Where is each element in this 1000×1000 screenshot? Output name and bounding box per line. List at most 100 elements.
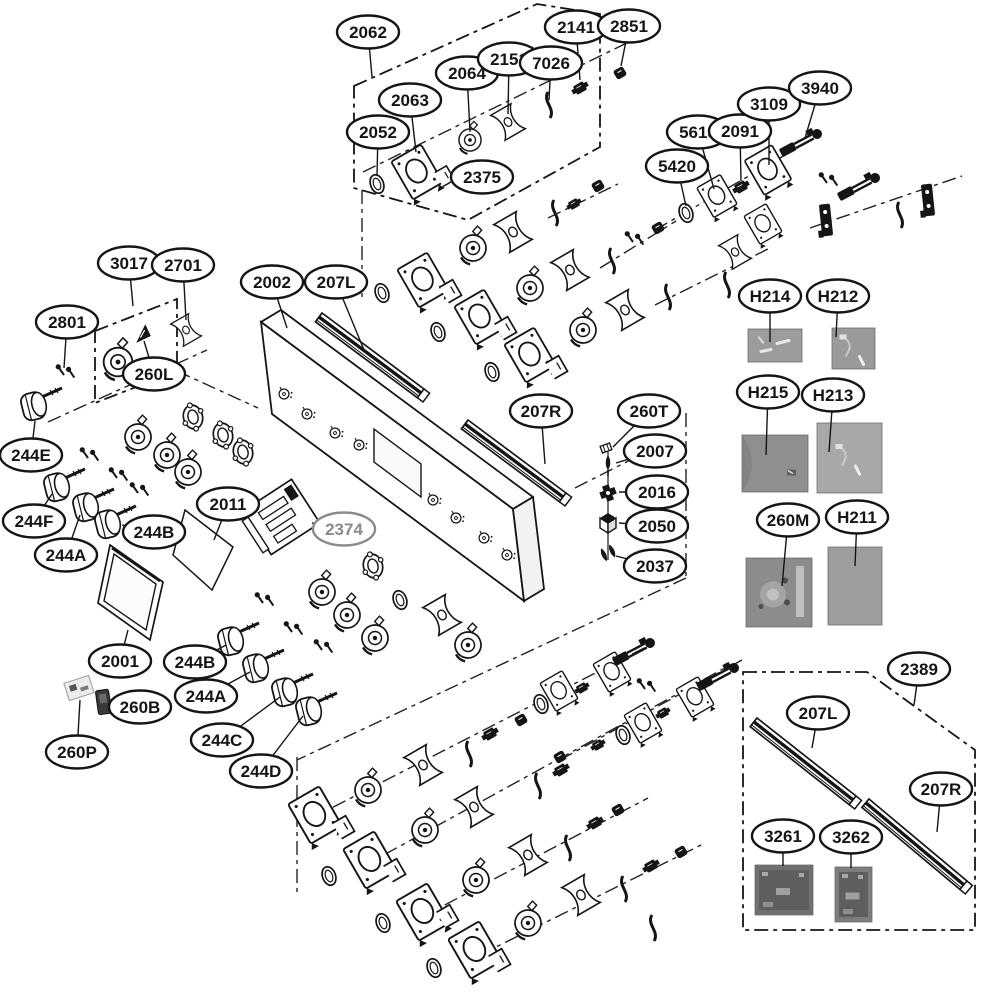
axis-line <box>296 577 687 761</box>
part-label-2011: 2011 <box>195 486 261 522</box>
trim-strip <box>860 797 974 895</box>
part-knob <box>217 621 260 657</box>
part-ring <box>392 589 408 611</box>
part-knobback <box>153 432 181 473</box>
part-clip <box>383 857 407 883</box>
part-screwpair <box>283 621 304 636</box>
part-label-2002: 2002 <box>239 264 305 300</box>
part-knobback <box>458 120 482 155</box>
part-label-3109: 3109 <box>736 86 802 122</box>
part-label-text: 2001 <box>101 652 139 671</box>
photo-H214 <box>747 328 803 363</box>
group-2062-outline <box>353 3 601 221</box>
part-label-260L: 260L <box>121 356 187 392</box>
part-label-2389: 2389 <box>886 651 952 687</box>
part-cap <box>553 750 567 764</box>
part-hplate <box>169 312 203 348</box>
part-label-H213: H213 <box>800 377 866 413</box>
part-knob <box>72 487 115 523</box>
part-label-207L: 207L <box>785 695 851 731</box>
part-ring <box>375 912 391 934</box>
part-label-260B: 260B <box>107 689 173 725</box>
part-label-text: 244A <box>186 687 227 706</box>
part-label-text: H215 <box>748 383 789 402</box>
part-label-text: 2374 <box>325 520 363 539</box>
part-hplate <box>420 593 464 637</box>
part-screwpair <box>636 678 657 693</box>
part-label-text: 2064 <box>448 64 486 83</box>
part-label-2801: 2801 <box>34 304 100 340</box>
part-label-2016: 2016 <box>624 474 690 510</box>
part-knobback <box>361 615 389 656</box>
part-knobback <box>516 265 544 306</box>
part-label-text: 2007 <box>636 442 674 461</box>
part-knobback <box>569 307 597 348</box>
part-hplate <box>506 833 550 877</box>
part-bezel <box>212 420 234 450</box>
part-label-text: 3261 <box>764 827 802 846</box>
part-label-2052: 2052 <box>345 114 411 150</box>
part-label-text: 2091 <box>721 122 759 141</box>
part-label-3261: 3261 <box>750 818 816 854</box>
part-wire <box>649 914 657 942</box>
part-screwpair <box>129 482 150 497</box>
part-label-text: 207L <box>317 273 356 292</box>
part-valve <box>732 180 750 194</box>
part-label-text: H214 <box>750 287 791 306</box>
panel-display-window <box>373 427 422 499</box>
part-clip260T <box>599 442 613 454</box>
part-box3d <box>599 513 617 535</box>
part-label-text: 2037 <box>636 557 674 576</box>
part-label-H214: H214 <box>737 278 803 314</box>
part-cap <box>651 221 665 235</box>
part-label-2375: 2375 <box>449 159 515 195</box>
part-knobback <box>462 857 490 898</box>
part-ring <box>321 865 337 887</box>
part-screwpair <box>55 364 76 379</box>
part-label-text: 260L <box>135 365 174 384</box>
part-plate <box>391 144 445 206</box>
part-label-text: 2050 <box>638 517 676 536</box>
part-igniter <box>696 661 740 691</box>
part-plate <box>592 651 633 697</box>
part-plate <box>623 702 664 748</box>
part-ring <box>374 282 390 304</box>
part-cap <box>613 66 627 80</box>
part-hplate <box>488 102 528 142</box>
axis-line <box>574 444 661 489</box>
part-valve <box>586 816 604 830</box>
part-clip <box>494 315 518 341</box>
part-knob <box>43 467 86 503</box>
burner-glyph <box>501 547 516 561</box>
part-label-text: 5420 <box>658 157 696 176</box>
part-knobback <box>514 900 542 941</box>
burner-glyph <box>427 492 442 506</box>
part-hplate <box>491 210 535 254</box>
part-label-text: 244B <box>175 653 216 672</box>
part-label-3017: 3017 <box>96 245 162 281</box>
part-knobback <box>354 767 382 808</box>
part-label-text: 3017 <box>110 254 148 273</box>
part-hplate <box>452 785 496 829</box>
part-label-2091: 2091 <box>707 113 773 149</box>
part-dualprobe <box>600 544 616 562</box>
part-valve <box>655 707 671 719</box>
part-knobback <box>459 225 487 266</box>
part-clip <box>332 814 356 840</box>
trim-strip <box>314 311 431 404</box>
part-clip <box>488 947 512 973</box>
part-label-H211: H211 <box>824 499 890 535</box>
part-label-2007: 2007 <box>622 433 688 469</box>
part-label-text: 3262 <box>832 828 870 847</box>
photo-H215 <box>741 434 809 493</box>
part-ring <box>533 693 549 715</box>
part-label-text: H213 <box>813 386 854 405</box>
burner-glyph <box>301 406 316 420</box>
part-knobback <box>174 449 202 490</box>
part-cap <box>514 713 528 727</box>
part-label-244E: 244E <box>0 437 64 473</box>
part-plate <box>539 670 580 716</box>
photo-3261 <box>754 864 814 916</box>
part-hplate <box>716 233 754 271</box>
part-plate <box>342 831 399 896</box>
